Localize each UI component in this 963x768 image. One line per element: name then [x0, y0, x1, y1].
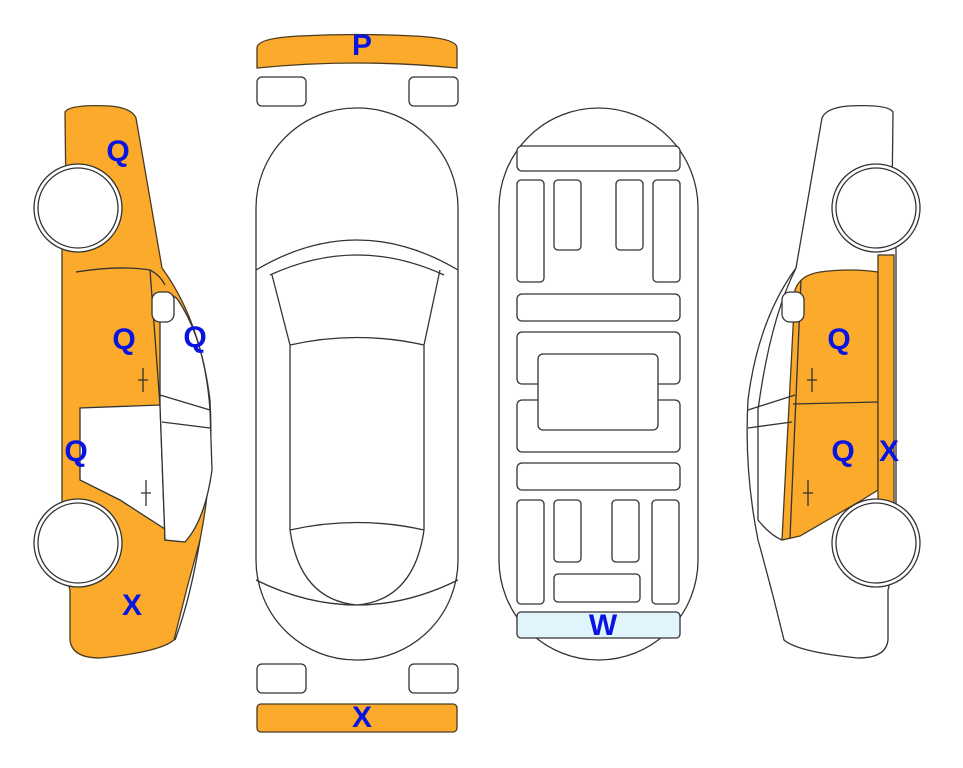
damage-label: Q — [112, 323, 136, 356]
top-view — [255, 33, 459, 733]
right-rear-wheel — [835, 502, 917, 584]
left-mirror — [151, 291, 175, 323]
front-bumper[interactable] — [256, 33, 458, 69]
left-front-wheel — [37, 167, 119, 249]
right-front-wheel — [835, 167, 917, 249]
front-bumper-label: P — [351, 29, 373, 62]
damage-label: Q — [827, 323, 851, 356]
underbody-view — [498, 107, 699, 661]
right-side-view — [746, 104, 921, 659]
underbody-label: W — [588, 609, 618, 642]
underbody-rear-panel[interactable] — [516, 611, 681, 639]
damage-label: Q — [831, 435, 855, 468]
top-car-body — [255, 107, 459, 661]
damage-label: Q — [183, 321, 207, 354]
damage-label: X — [121, 589, 143, 622]
rear-bumper[interactable] — [256, 703, 458, 733]
left-rear-wheel — [37, 502, 119, 584]
rear-bumper-label: X — [351, 701, 373, 734]
damage-label: X — [878, 435, 900, 468]
left-side-view — [33, 104, 213, 659]
damage-label: Q — [106, 135, 130, 168]
damage-label: Q — [64, 435, 88, 468]
